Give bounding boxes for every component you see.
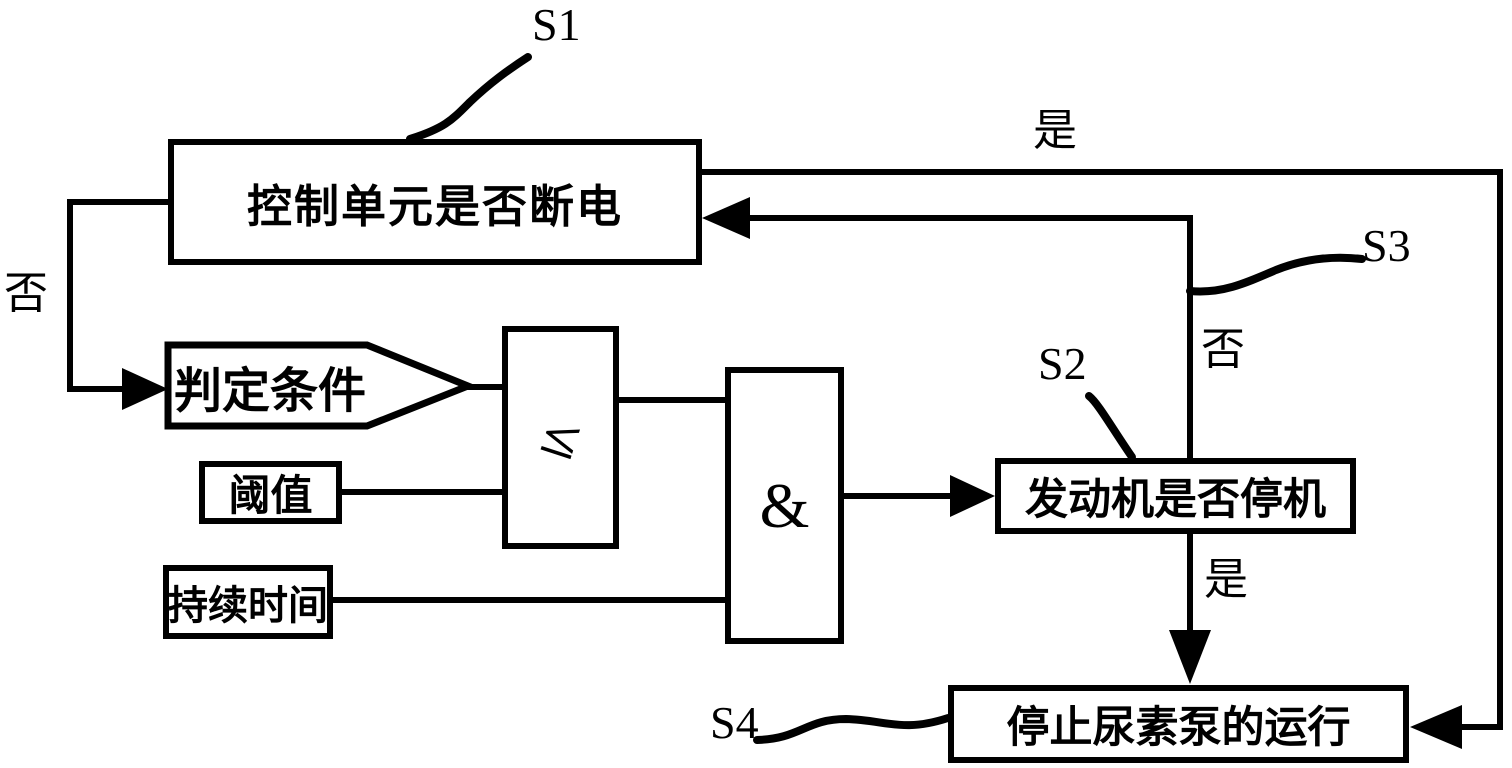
- condition-pentagon-label-wrap: 判定条件: [170, 347, 370, 425]
- step-label-s3: S3: [1362, 220, 1411, 271]
- duration-label: 持续时间: [168, 583, 328, 628]
- threshold-box: 阈值: [199, 461, 342, 524]
- s1-box-label: 控制单元是否断电: [246, 181, 623, 232]
- and-gate-box: &: [725, 367, 844, 644]
- step-label-s1: S1: [532, 0, 581, 50]
- line-s1-no-branch: [67, 199, 168, 392]
- branch-label-no-right: 否: [1201, 325, 1245, 374]
- s3-leader-line: [1186, 253, 1366, 296]
- arrowhead-into-s4-box-right: [1410, 705, 1462, 749]
- s2-box-label: 发动机是否停机: [1025, 477, 1326, 524]
- duration-box: 持续时间: [163, 565, 333, 639]
- condition-label: 判定条件: [173, 365, 366, 418]
- arrowhead-into-s4-box-top: [1169, 630, 1211, 684]
- branch-label-no-left: 否: [4, 269, 48, 318]
- s4-leader-line: [753, 714, 952, 744]
- comparator-box: ≤: [502, 326, 619, 549]
- branch-label-yes-down: 是: [1204, 555, 1248, 604]
- threshold-label: 阈值: [228, 474, 313, 520]
- and-gate-symbol: &: [759, 469, 810, 541]
- step-label-s2: S2: [1038, 338, 1087, 389]
- step-label-s4: S4: [710, 697, 759, 748]
- arrowhead-into-s1-box: [702, 197, 750, 239]
- line-s1-yes-branch: [702, 169, 1503, 730]
- condition-pentagon-shape: [164, 341, 478, 430]
- s2-box: 发动机是否停机: [995, 458, 1356, 534]
- line-s2-no-feedback: [748, 215, 1193, 458]
- s1-leader-line: [406, 53, 532, 143]
- branch-label-yes-top: 是: [1033, 106, 1077, 155]
- s4-box-label: 停止尿素泵的运行: [1006, 705, 1351, 752]
- s1-box: 控制单元是否断电: [168, 139, 702, 265]
- arrowhead-into-s2-box: [950, 475, 995, 517]
- arrowhead-into-condition: [122, 368, 168, 410]
- s2-leader-line: [1085, 392, 1136, 461]
- s4-box: 停止尿素泵的运行: [948, 685, 1409, 763]
- less-equal-icon: ≤: [534, 404, 587, 471]
